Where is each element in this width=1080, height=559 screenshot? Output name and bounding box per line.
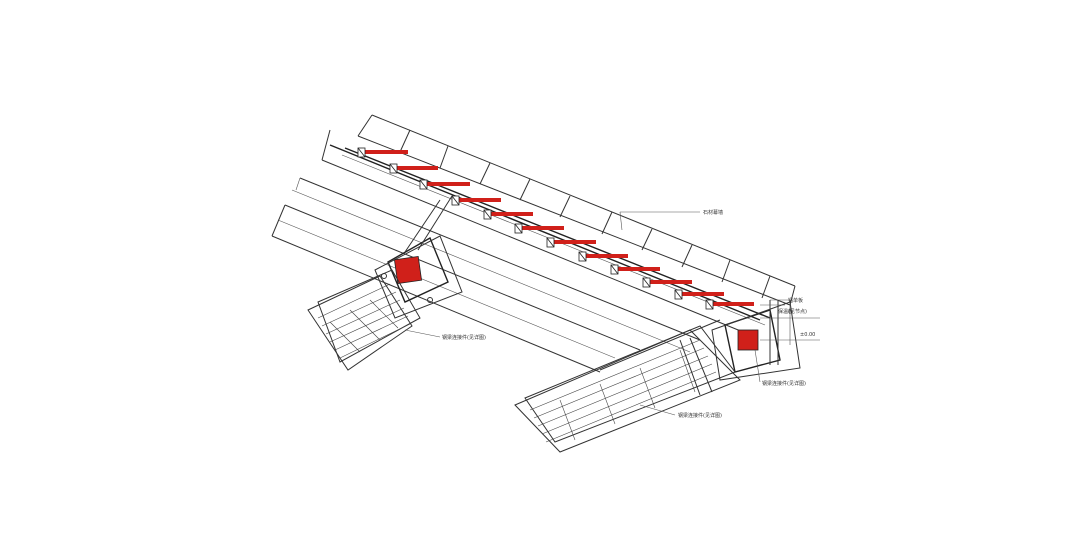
red-beams bbox=[362, 150, 754, 306]
annotation-cladding: 石材幕墙 bbox=[703, 209, 723, 216]
left-support bbox=[374, 195, 463, 319]
red-beam bbox=[678, 292, 724, 296]
red-steel-block bbox=[737, 329, 759, 351]
red-steel-block bbox=[393, 255, 423, 285]
annotation-bottom-mid: 钢梁连接件(见详图) bbox=[678, 412, 722, 419]
annotation-right-top-3: (见节点) bbox=[788, 309, 807, 315]
annotation-lower-right: 钢梁连接件(见详图) bbox=[762, 380, 806, 387]
right-lower-beam bbox=[514, 319, 741, 453]
annotation-mid-left: 钢梁连接件(见详图) bbox=[442, 334, 486, 341]
red-beam bbox=[518, 226, 564, 230]
leader-lines bbox=[404, 211, 785, 416]
red-beam bbox=[392, 166, 438, 170]
beam-connectors bbox=[357, 147, 714, 310]
red-beam bbox=[487, 212, 533, 216]
left-lower-beam bbox=[307, 269, 421, 371]
cladding-grid bbox=[341, 114, 796, 326]
annotation-right-top-2: 保温板 bbox=[778, 308, 793, 315]
red-beam bbox=[455, 198, 501, 202]
red-beam bbox=[708, 302, 754, 306]
right-support bbox=[711, 299, 820, 381]
red-beam bbox=[582, 254, 628, 258]
annotation-right-top-1: 铝单板 bbox=[788, 297, 803, 304]
red-beam bbox=[646, 280, 692, 284]
red-beam bbox=[424, 182, 470, 186]
annotation-right-dim: ±0.00 bbox=[800, 332, 815, 338]
red-beam bbox=[362, 150, 408, 154]
red-beam bbox=[550, 240, 596, 244]
red-beam bbox=[614, 267, 660, 271]
roof-slab-lines bbox=[271, 129, 761, 373]
